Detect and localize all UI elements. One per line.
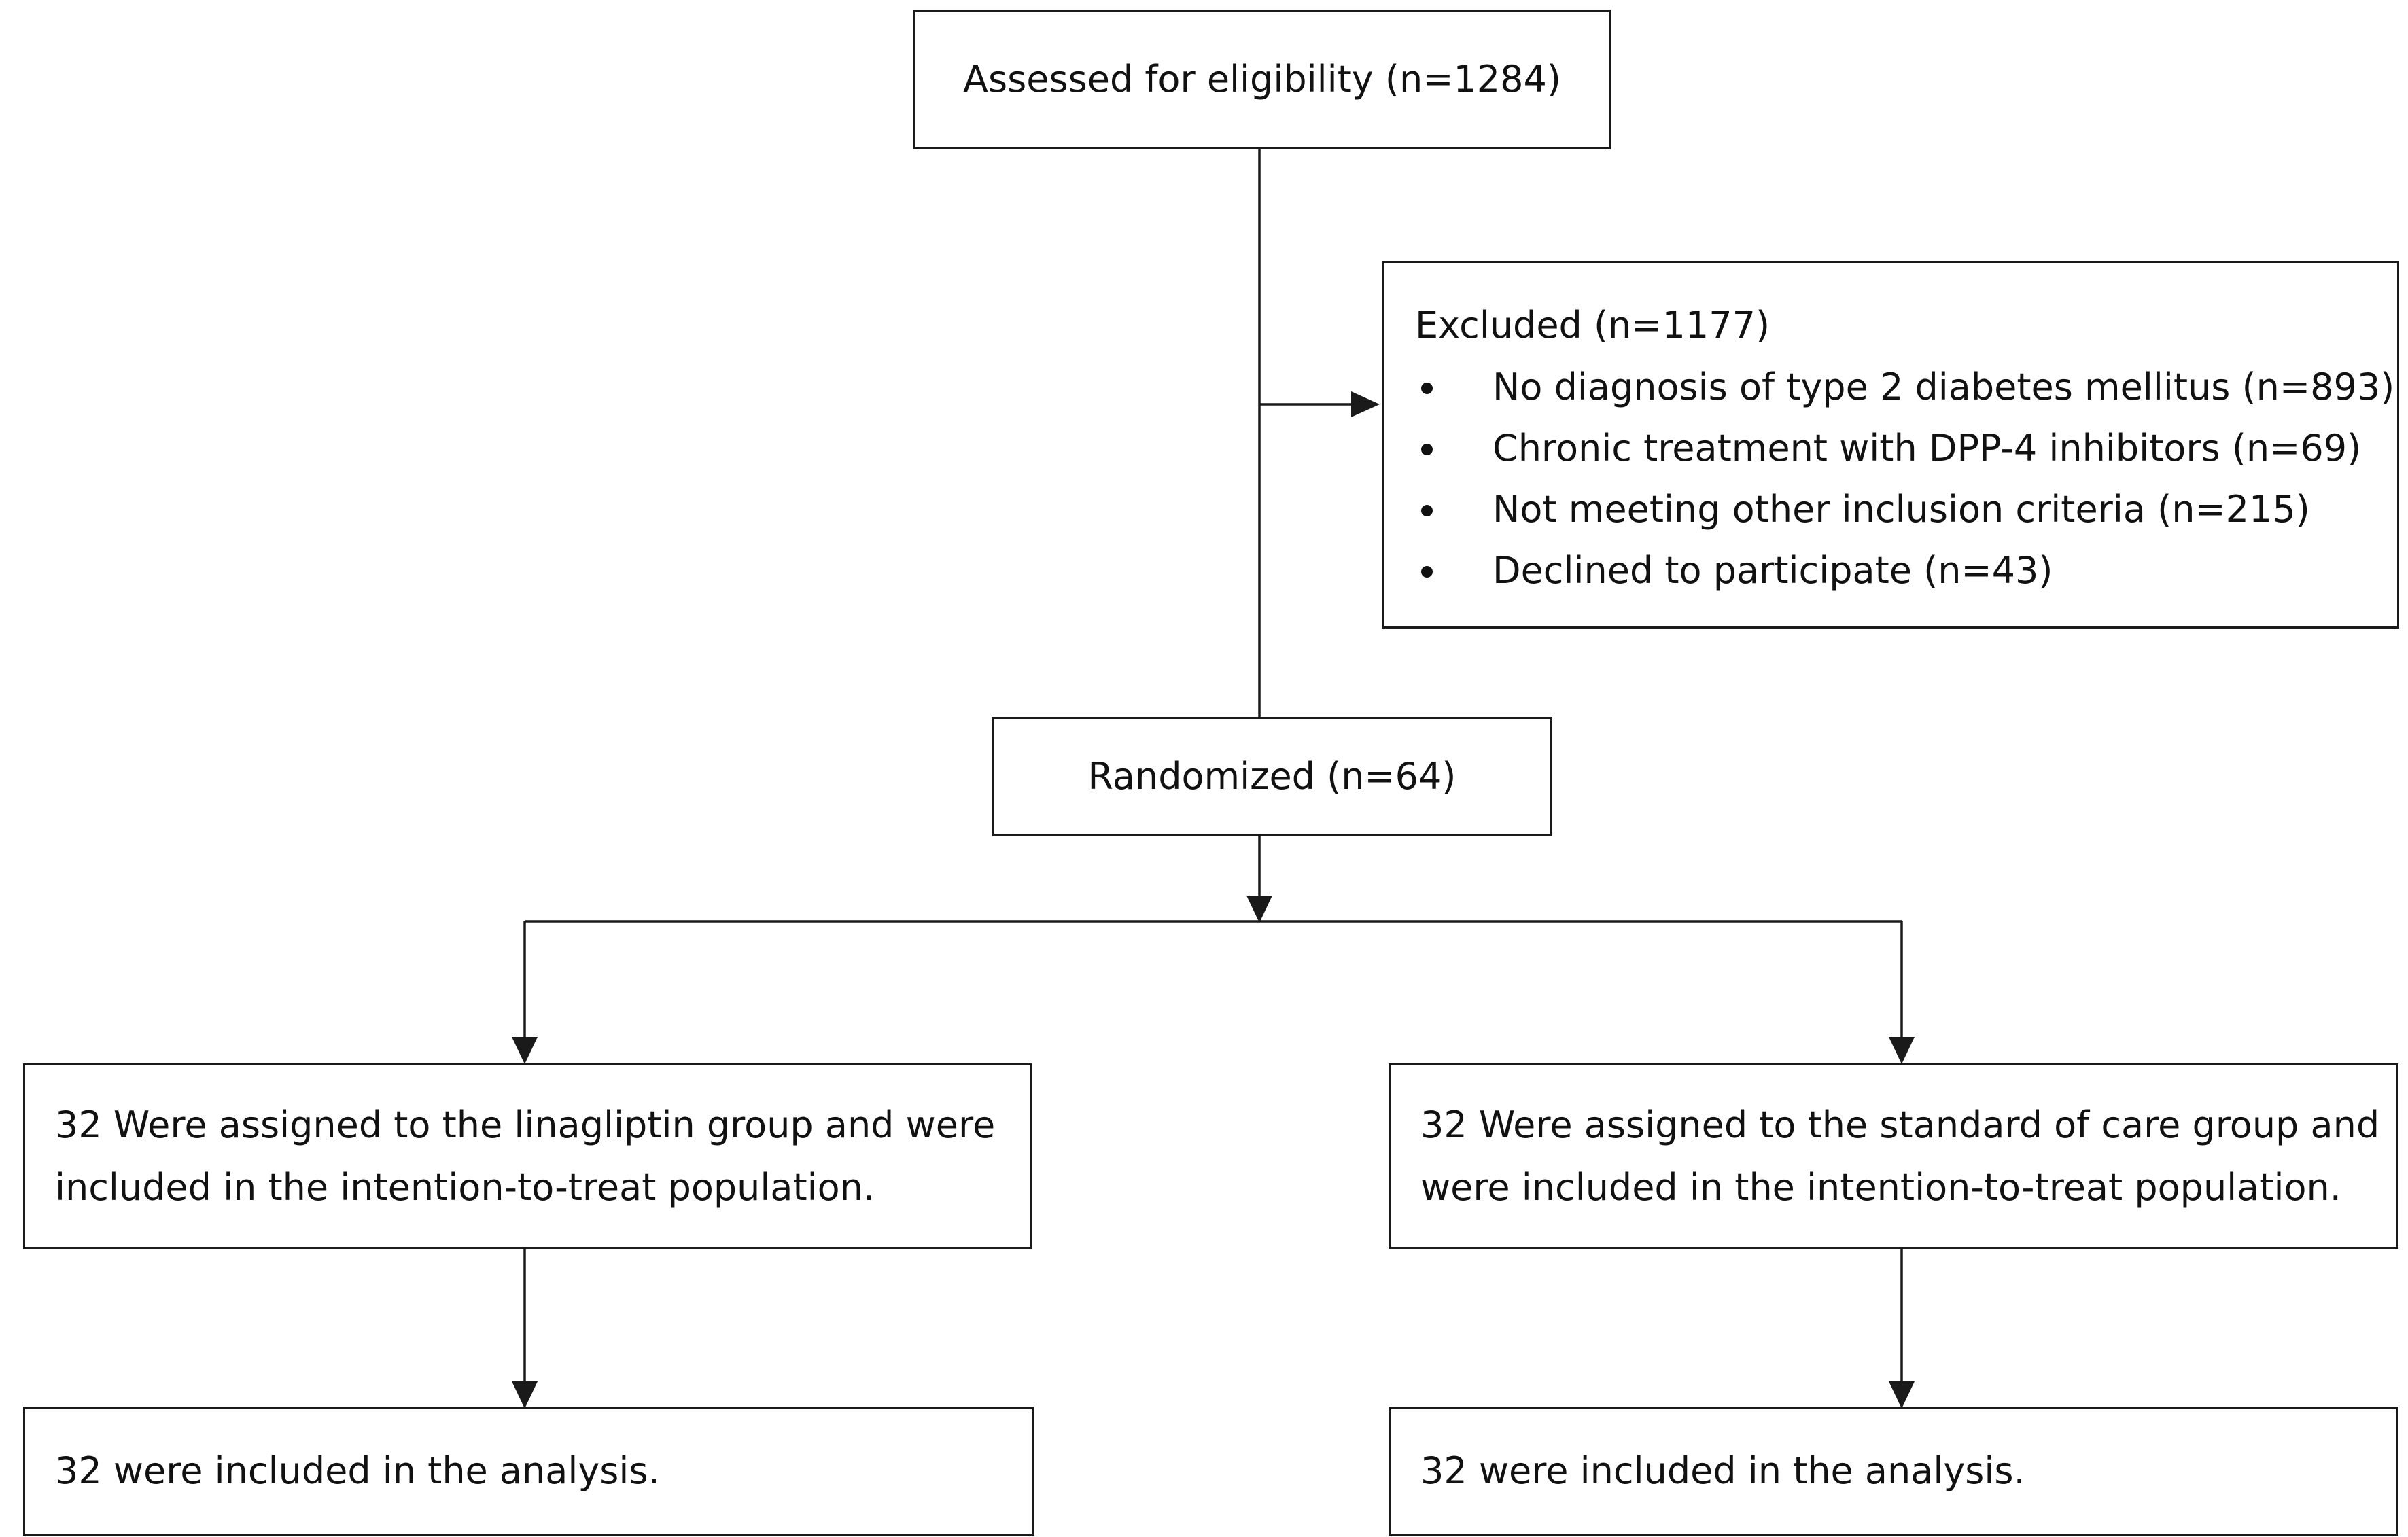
arrowhead-randomized-split: [1246, 896, 1272, 923]
excluded-reason-item: Not meeting other inclusion criteria (n=…: [1415, 479, 2394, 540]
excluded-reason-item: Chronic treatment with DPP-4 inhibitors …: [1415, 418, 2394, 479]
excluded-title: Excluded (n=1177): [1415, 304, 1770, 347]
arrowhead-right-analysis: [1889, 1381, 1915, 1409]
left-group-line-2: included in the intention-to-treat popul…: [55, 1166, 875, 1209]
right-group-box: 32 Were assigned to the standard of care…: [1389, 1063, 2398, 1249]
randomized-text: Randomized (n=64): [1087, 754, 1456, 798]
arrowhead-excluded: [1351, 391, 1380, 417]
arrowhead-left-analysis: [512, 1381, 538, 1409]
arrowhead-right-group: [1889, 1037, 1915, 1064]
left-group-box: 32 Were assigned to the linagliptin grou…: [23, 1063, 1032, 1249]
left-analysis-box: 32 were included in the analysis.: [23, 1407, 1034, 1536]
right-group-text: 32 Were assigned to the standard of care…: [1420, 1094, 2379, 1219]
left-group-line-1: 32 Were assigned to the linagliptin grou…: [55, 1103, 996, 1146]
assessed-box: Assessed for eligibility (n=1284): [913, 10, 1611, 149]
randomized-box: Randomized (n=64): [992, 717, 1552, 836]
right-analysis-box: 32 were included in the analysis.: [1389, 1407, 2398, 1536]
excluded-reasons-list: No diagnosis of type 2 diabetes mellitus…: [1415, 357, 2394, 601]
excluded-box: Excluded (n=1177) No diagnosis of type 2…: [1382, 261, 2399, 629]
excluded-reason-item: No diagnosis of type 2 diabetes mellitus…: [1415, 357, 2394, 418]
right-group-line-2: were included in the intention-to-treat …: [1420, 1166, 2341, 1209]
assessed-text: Assessed for eligibility (n=1284): [963, 58, 1561, 101]
arrowhead-left-group: [512, 1037, 538, 1064]
excluded-reason-item: Declined to participate (n=43): [1415, 540, 2394, 601]
left-group-text: 32 Were assigned to the linagliptin grou…: [55, 1094, 995, 1219]
right-group-line-1: 32 Were assigned to the standard of care…: [1420, 1103, 2380, 1146]
left-analysis-text: 32 were included in the analysis.: [55, 1449, 660, 1492]
right-analysis-text: 32 were included in the analysis.: [1420, 1449, 2025, 1492]
